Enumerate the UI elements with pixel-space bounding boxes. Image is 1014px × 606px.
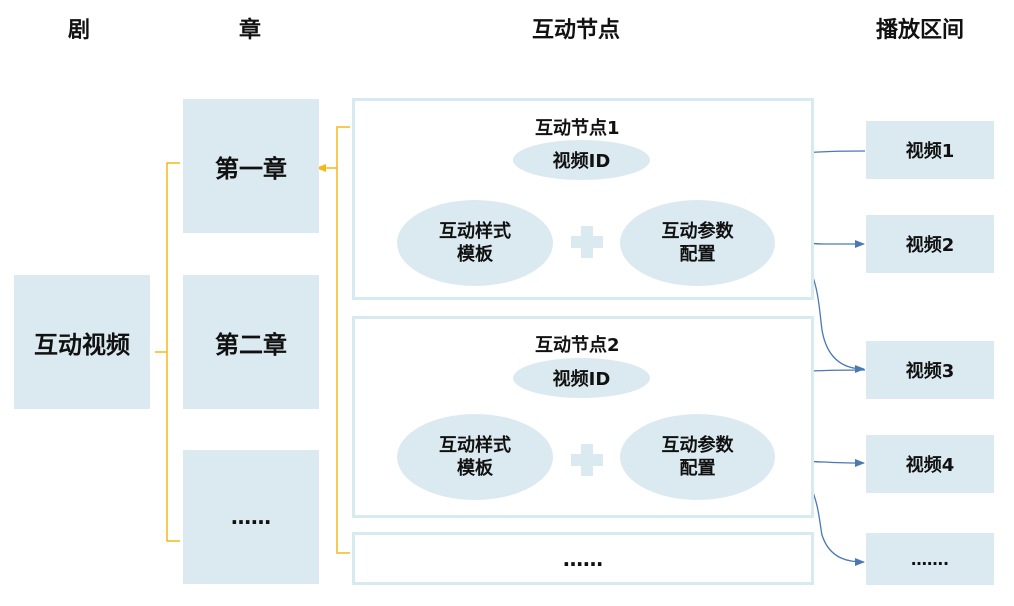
node-title-2: 互动节点2: [535, 335, 620, 356]
chapter-box-2: 第二章: [183, 275, 319, 409]
param-config-line1: 互动参数: [661, 221, 734, 242]
video-label: 视频3: [905, 361, 955, 382]
chapter-label: 第一章: [215, 154, 287, 183]
param-config-line2: 配置: [679, 244, 716, 265]
style-template-ellipse-1: 互动样式 模板: [397, 200, 553, 286]
drama-chapters-bracket: [166, 162, 180, 542]
param-config-ellipse-2: 互动参数 配置: [620, 414, 775, 500]
node-frame-more: ……: [352, 532, 814, 585]
style-template-ellipse-2: 互动样式 模板: [397, 414, 553, 500]
drama-box-label: 互动视频: [34, 330, 130, 359]
video-box-1: 视频1: [866, 121, 994, 179]
plus-icon-v-1: [581, 226, 593, 258]
style-template-line1: 互动样式: [439, 221, 511, 242]
node-more-label: ……: [563, 546, 603, 571]
style-template-line2: 模板: [457, 244, 493, 265]
chapter-box-1: 第一章: [183, 99, 319, 233]
param-config-ellipse-1: 互动参数 配置: [620, 200, 775, 286]
style-template-line1: 互动样式: [439, 435, 511, 456]
chapter-box-more: ……: [183, 450, 319, 584]
plus-icon-v-2: [581, 444, 593, 476]
header-playback-range: 播放区间: [876, 18, 965, 43]
header-interactive-node: 互动节点: [532, 18, 621, 43]
video-label: 视频1: [905, 141, 955, 162]
drama-box: 互动视频: [14, 275, 150, 409]
video-label: …….: [910, 549, 950, 569]
header-chapter: 章: [239, 18, 262, 43]
param-config-line1: 互动参数: [661, 435, 734, 456]
chapter-nodes-bracket: [336, 126, 350, 554]
node-title-1: 互动节点1: [535, 118, 620, 139]
video-box-3: 视频3: [866, 341, 994, 399]
header-drama: 剧: [68, 18, 91, 43]
video-id-ellipse-2: 视频ID: [513, 358, 650, 398]
chapter-label: ……: [231, 505, 271, 529]
video-box-more: …….: [866, 533, 994, 585]
video-id-label: 视频ID: [552, 151, 611, 172]
style-template-line2: 模板: [457, 458, 493, 479]
video-label: 视频4: [905, 455, 955, 476]
video-id-ellipse-1: 视频ID: [513, 140, 650, 180]
video-box-2: 视频2: [866, 215, 994, 273]
chapter-label: 第二章: [215, 330, 287, 359]
video-label: 视频2: [905, 235, 955, 256]
param-config-line2: 配置: [679, 458, 716, 479]
video-box-4: 视频4: [866, 435, 994, 493]
video-id-label: 视频ID: [552, 369, 611, 390]
